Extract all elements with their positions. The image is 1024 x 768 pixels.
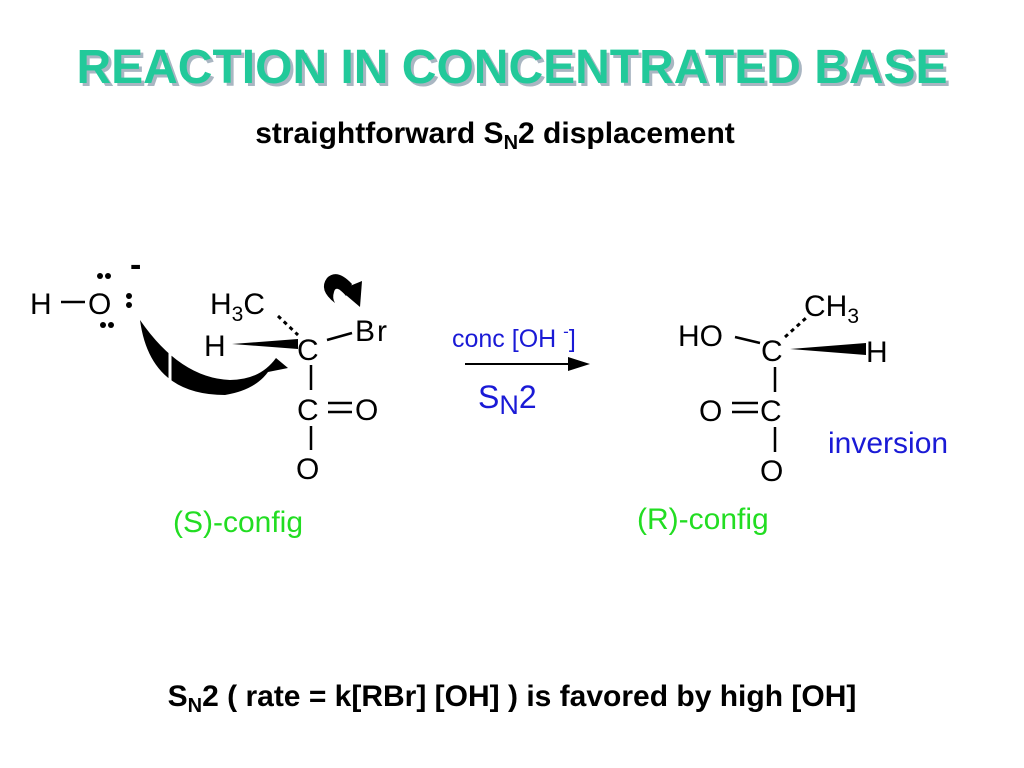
wedge-bond-h [232, 339, 298, 349]
hydroxide-ion: H O - [30, 246, 141, 328]
wedge-bond-h-product [790, 343, 866, 355]
hydroxide-o: O [88, 288, 111, 321]
arrow-head [568, 357, 590, 371]
arrow-condition-label: conc [OH -] [452, 322, 576, 353]
hashed-bond-ch3 [276, 314, 300, 337]
rate-law-statement: SN2 ( rate = k[RBr] [OH] ) is favored by… [0, 680, 1024, 718]
slide-subtitle: straightforward SN2 displacement [0, 117, 990, 155]
mechanism-label: SN2 [478, 379, 537, 420]
bond-c-br [326, 331, 353, 342]
hydroxide-h: H [30, 288, 52, 321]
product-c-lower: C [760, 395, 782, 428]
footer-text: S [167, 680, 188, 713]
reactant-h3c: H3C [210, 288, 265, 326]
product-config-label: (R)-config [637, 503, 769, 536]
product-molecule: HO C CH3 H O C O inversion (R)-config [637, 290, 948, 536]
product-o-bottom: O [760, 455, 783, 488]
inversion-label: inversion [828, 427, 948, 460]
leaving-group-arrow [323, 274, 362, 307]
reaction-arrow: conc [OH -] SN2 [452, 322, 590, 420]
footer-subscript: N [187, 695, 203, 717]
product-c-center: C [761, 335, 783, 368]
subtitle-text-end: 2 displacement [518, 117, 735, 150]
reactant-o-right: O [355, 394, 378, 427]
product-ho: HO [678, 320, 723, 353]
product-h-right: H [866, 336, 888, 369]
reactant-c-lower: C [297, 394, 319, 427]
slide-title: REACTION IN CONCENTRATED BASE [76, 41, 948, 94]
reactant-config-label: (S)-config [173, 506, 303, 539]
reactant-c-center: C [297, 334, 319, 367]
attack-arrow [140, 320, 288, 395]
subtitle-subscript: N [503, 132, 519, 154]
reactant-o-bottom: O [296, 453, 319, 486]
subtitle-text: straightforward S [255, 117, 504, 150]
hashed-bond-ch3-product [783, 316, 808, 339]
lone-pair-dots [97, 273, 132, 328]
product-ch3: CH3 [804, 290, 859, 328]
reactant-h-left: H [204, 330, 226, 363]
bond-ho-c [734, 335, 761, 345]
reactant-substrate: H3C H C Br C O O (S)-config [173, 288, 389, 539]
product-o-left: O [699, 395, 722, 428]
negative-charge: - [130, 246, 141, 284]
footer-text-end: 2 ( rate = k[RBr] [OH] ) is favored by h… [202, 680, 857, 713]
reactant-br: Br [355, 315, 389, 348]
